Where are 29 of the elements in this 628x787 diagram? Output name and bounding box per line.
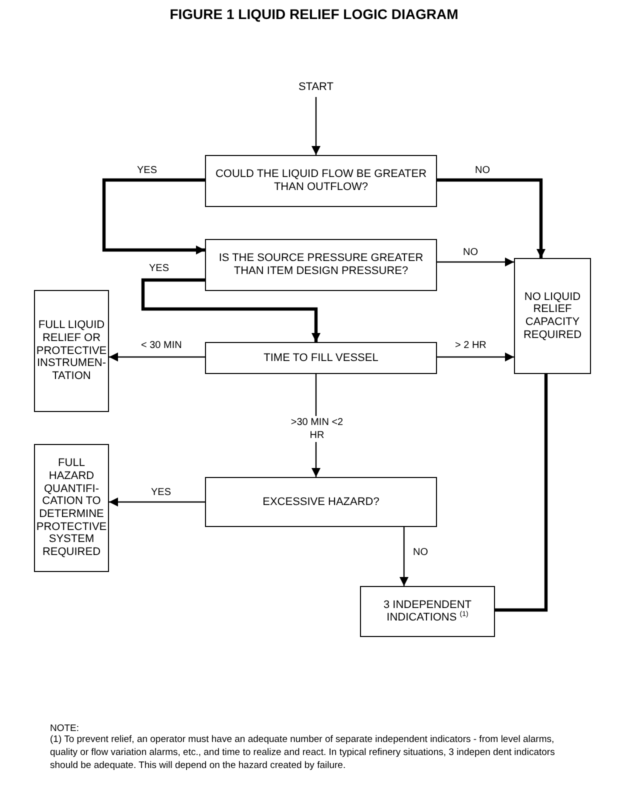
diagram-title: FIGURE 1 LIQUID RELIEF LOGIC DIAGRAM — [168, 6, 460, 23]
box-text: EXCESSIVE HAZARD? — [262, 496, 380, 508]
process-box — [34, 290, 109, 412]
note-text: (1) To prevent relief, an operator must have an adequate number of separate independent indicators - from level alarms, quality or flow variation alarms, etc., and time to realize and react. In typical refinery situations, 3 indepen dent indicators should be adequate. This will depend on the hazard created by failure. — [50, 734, 556, 772]
box-text: COULD THE LIQUID FLOW BE GREATER THAN OUTFLOW? — [214, 168, 428, 194]
note-heading: NOTE: — [50, 723, 80, 735]
box-text: FULL HAZARD QUANTIFI- CATION TO DETERMINE PROTECTIVE SYSTEM REQUIRED — [35, 457, 108, 559]
start-label: START — [298, 81, 334, 94]
process-box — [205, 155, 437, 207]
arrow — [437, 352, 514, 362]
box-text: TIME TO FILL VESSEL — [262, 352, 380, 364]
process-box — [205, 342, 437, 374]
arrow — [141, 278, 320, 342]
box-text: IS THE SOURCE PRESSURE GREATER THAN ITEM DESIGN PRESSURE? — [218, 252, 424, 278]
arrow — [437, 258, 514, 266]
box-text: 3 INDEPENDENT INDICATIONS $^{(1)}$ — [382, 598, 473, 624]
process-box — [360, 586, 495, 637]
process-box — [34, 444, 109, 572]
arrow — [109, 352, 205, 362]
arrow — [312, 97, 320, 155]
process-box — [514, 258, 591, 374]
arrow — [400, 527, 408, 586]
arrow — [102, 178, 205, 254]
box-text: FULL LIQUID RELIEF OR PROTECTIVE INSTRUMEN- TATION — [35, 319, 108, 383]
process-box — [205, 477, 437, 527]
arrow — [437, 178, 546, 258]
process-box — [205, 239, 437, 291]
box-text: NO LIQUID RELIEF CAPACITY REQUIRED — [522, 290, 583, 342]
arrow — [109, 498, 205, 506]
